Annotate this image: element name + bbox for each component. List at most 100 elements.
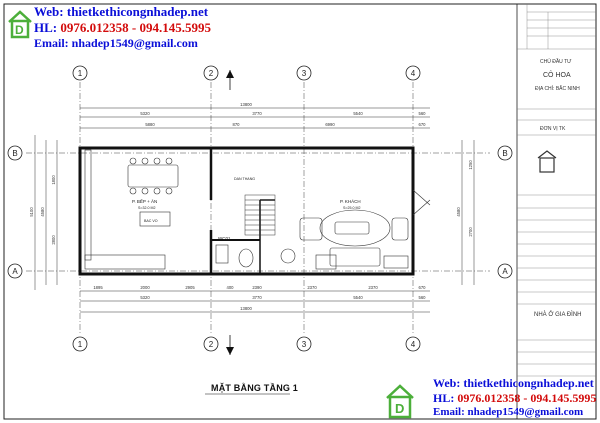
grid-col-bottom-3-circle xyxy=(296,336,312,352)
dim-top-row2-0: 5880 xyxy=(145,122,155,127)
dim-left-0: 5100 xyxy=(29,207,34,217)
dim-right-2: 1250 xyxy=(468,160,473,170)
room-living-name: P. KHÁCH xyxy=(340,198,361,204)
stair-label: DAN THANG xyxy=(234,177,255,181)
contact-web-row-bottom: Web: thietkethicongnhadep.net xyxy=(433,376,596,391)
grid-col-bottom-2-label: 2 xyxy=(209,340,214,349)
grid-col-bottom-4-label: 4 xyxy=(411,340,416,349)
email-label-bottom: Email: xyxy=(433,406,468,418)
dining-furniture xyxy=(84,149,179,270)
grid-col-bottom-1-label: 1 xyxy=(78,340,83,349)
contact-hotline-row-bottom: HL: 0976.012358 - 094.145.5995 xyxy=(433,391,596,406)
email-address-bottom[interactable]: nhadep1549@gmail.com xyxy=(467,406,584,418)
grid-col-top-3-circle xyxy=(296,65,312,81)
project-name: NHÀ Ở GIA ĐÌNH xyxy=(534,312,582,318)
grid-row-left-B-label: B xyxy=(12,149,17,158)
title-block-frame xyxy=(516,3,597,420)
grid-row-left-A-circle xyxy=(7,263,23,279)
dim-bottom-row1-6: 2370 xyxy=(368,285,378,290)
dim-bottom-row1-2: 2905 xyxy=(185,285,195,290)
counter-label: BAC VO xyxy=(144,219,158,223)
dim-top-row1-3: 560 xyxy=(419,111,427,116)
grid-col-top-2-circle xyxy=(203,65,219,81)
dim-top-row2-1: 870 xyxy=(233,122,241,127)
web-url[interactable]: thietkethicongnhadep.net xyxy=(66,4,209,19)
logo-bottom-right: D xyxy=(386,384,414,419)
grid-col-bottom-1-circle xyxy=(72,336,88,352)
grid-row-left-A-label: A xyxy=(12,267,18,276)
hotline-label: HL: xyxy=(34,20,61,35)
owner-name: CÔ HOA xyxy=(543,72,571,79)
logo-top-left: D xyxy=(8,10,32,39)
owner-label: CHỦ ĐẦU TƯ xyxy=(540,59,572,65)
dim-right-1: 2700 xyxy=(468,227,473,237)
room-kitchen-area: S=32.0 M2 xyxy=(138,206,155,210)
hotline-numbers-bottom: 0976.012358 - 094.145.5995 xyxy=(457,391,597,405)
grid-col-top-2-label: 2 xyxy=(209,69,214,78)
grid-col-bottom-2-circle xyxy=(203,336,219,352)
hotline-numbers: 0976.012358 - 094.145.5995 xyxy=(60,20,211,35)
owner-address: ĐỊA CHỈ: BẮC NINH xyxy=(535,86,580,92)
grid-col-bottom-4-circle xyxy=(405,336,421,352)
grid-col-top-3-label: 3 xyxy=(302,69,307,78)
svg-text:D: D xyxy=(15,23,24,37)
dim-left-2: 2800 xyxy=(51,235,56,245)
dim-bottom-row1-5: 2370 xyxy=(307,285,317,290)
contact-web-row: Web: thietkethicongnhadep.net xyxy=(34,4,211,20)
grid-row-right-B-label: B xyxy=(502,149,507,158)
dim-bottom-total: 13800 xyxy=(240,306,252,311)
svg-text:D: D xyxy=(395,401,404,416)
dim-top-total: 13800 xyxy=(240,102,252,107)
grid-col-top-4-label: 4 xyxy=(411,69,416,78)
web-label: Web: xyxy=(34,4,67,19)
grid-col-bottom-3-label: 3 xyxy=(302,340,307,349)
dim-bottom-row1-4: 2390 xyxy=(252,285,262,290)
section-markers xyxy=(226,70,234,355)
dim-bottom-row2-2: 5540 xyxy=(353,295,363,300)
grid-row-right-A-circle xyxy=(497,263,513,279)
dim-bottom-row2-0: 5320 xyxy=(140,295,150,300)
contact-hotline-row: HL: 0976.012358 - 094.145.5995 xyxy=(34,20,211,36)
dim-bottom-row2-3: 560 xyxy=(419,295,427,300)
living-furniture xyxy=(280,189,431,270)
dim-left-3: 1800 xyxy=(51,175,56,185)
web-url-bottom[interactable]: thietkethicongnhadep.net xyxy=(463,376,594,390)
room-wc-name: WC01 xyxy=(218,236,231,241)
drawing-border xyxy=(3,3,597,420)
dim-bottom-row1-7: 670 xyxy=(419,285,427,290)
web-label-bottom: Web: xyxy=(433,376,464,390)
stair-drawing xyxy=(244,194,276,236)
grid-row-right-B-circle xyxy=(497,145,513,161)
drawing-title: MẶT BẰNG TẦNG 1 xyxy=(211,383,298,393)
dim-bottom-row1-0: 1895 xyxy=(93,285,103,290)
hotline-label-bottom: HL: xyxy=(433,391,458,405)
wc-fixtures xyxy=(215,244,254,268)
building-walls xyxy=(78,146,415,276)
dim-top-row2-2: 6990 xyxy=(325,122,335,127)
email-label: Email: xyxy=(34,36,72,50)
dimension-lines xyxy=(34,107,475,313)
room-labels: P. BẾP + ĂN S=32.0 M2 P. KHÁCH S=25.0 M2… xyxy=(132,177,361,241)
contact-email-row-bottom: Email: nhadep1549@gmail.com xyxy=(433,406,596,418)
contact-block-bottom: Web: thietkethicongnhadep.net HL: 0976.0… xyxy=(433,376,596,418)
dim-right-0: 4580 xyxy=(456,207,461,217)
dim-left-1: 4580 xyxy=(40,207,45,217)
room-kitchen-name: P. BẾP + ĂN xyxy=(132,198,157,204)
title-block-lines xyxy=(517,4,596,377)
dim-bottom-row1-3: 400 xyxy=(227,285,235,290)
grid-row-left-B-circle xyxy=(7,145,23,161)
grid-col-top-1-circle xyxy=(72,65,88,81)
dim-top-row1-0: 5320 xyxy=(140,111,150,116)
contact-email-row: Email: nhadep1549@gmail.com xyxy=(34,36,211,51)
title-block-logo xyxy=(537,150,557,173)
grid-col-top-1-label: 1 xyxy=(78,69,83,78)
email-address[interactable]: nhadep1549@gmail.com xyxy=(71,36,198,50)
dim-bottom-row2-1: 3770 xyxy=(252,295,262,300)
dim-top-row2-3: 670 xyxy=(419,122,427,127)
grid-row-right-A-label: A xyxy=(502,267,508,276)
design-unit-label: ĐƠN VỊ TK xyxy=(540,126,566,132)
grid-col-top-4-circle xyxy=(405,65,421,81)
